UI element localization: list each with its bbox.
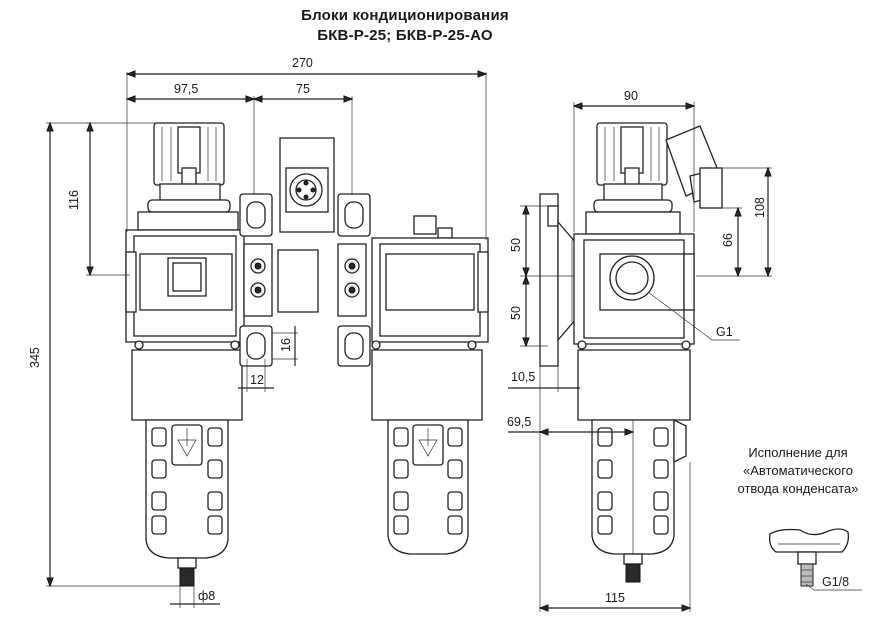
dim-75: 75 xyxy=(296,82,310,96)
side-view xyxy=(539,122,723,583)
dim-50-top: 50 xyxy=(509,238,523,252)
dim-50-bottom: 50 xyxy=(509,306,523,320)
dim-g1: G1 xyxy=(716,325,733,339)
dim-phi-8: ф8 xyxy=(198,589,215,603)
dim-108: 108 xyxy=(753,197,767,218)
dim-16: 16 xyxy=(279,338,293,352)
left-unit-body xyxy=(125,229,245,350)
dim-69-5: 69,5 xyxy=(507,415,531,429)
side-unit-body xyxy=(573,233,695,350)
side-regulator-knob xyxy=(585,122,681,235)
dim-90: 90 xyxy=(624,89,638,103)
left-regulator-knob xyxy=(137,122,239,231)
dim-115: 115 xyxy=(605,591,625,605)
side-filter-bowl xyxy=(577,349,691,583)
front-dimensions: 270 97,5 75 116 345 16 12 xyxy=(28,56,488,608)
left-filter-bowl xyxy=(131,349,243,587)
dim-345: 345 xyxy=(28,347,42,368)
dim-12: 12 xyxy=(250,373,264,387)
right-filter-bowl xyxy=(371,349,483,555)
dim-66: 66 xyxy=(721,233,735,247)
right-unit-body xyxy=(371,215,489,350)
center-connector xyxy=(239,137,371,367)
note-line1: Исполнение для xyxy=(748,445,848,460)
drawing-title-line2: БКВ-Р-25; БКВ-Р-25-АО xyxy=(317,27,493,44)
note-line3: отвода конденсата» xyxy=(737,481,859,496)
dim-116: 116 xyxy=(67,190,81,210)
note-line2: «Автоматического xyxy=(743,463,853,478)
dim-g1-8: G1/8 xyxy=(822,575,849,589)
dim-10-5: 10,5 xyxy=(511,370,535,384)
auto-drain-detail: G1/8 xyxy=(768,528,862,591)
drawing-title-line1: Блоки кондиционирования xyxy=(301,7,509,24)
front-view xyxy=(125,122,489,587)
dim-97-5: 97,5 xyxy=(174,82,198,96)
dim-270: 270 xyxy=(292,56,313,70)
side-dimensions: 90 108 66 50 50 G1 10,5 69,5 xyxy=(507,89,772,612)
